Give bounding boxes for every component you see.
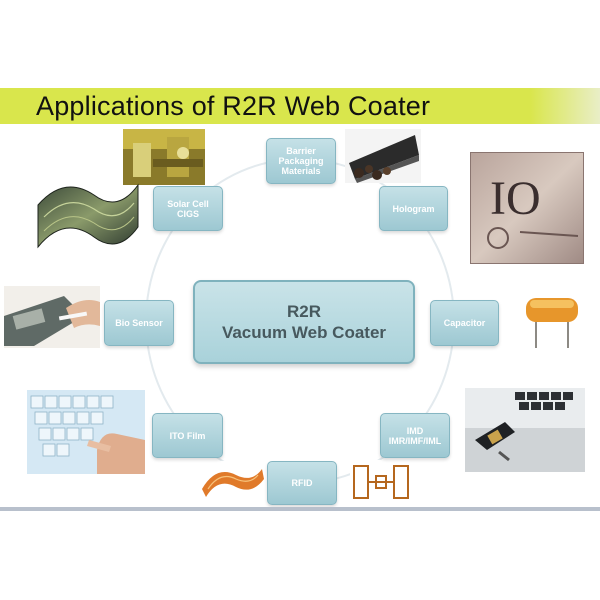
glucose-meter-photo [4,286,100,348]
hologram-text: IO [490,172,541,225]
center-line1: R2R [286,302,321,321]
bottom-divider [0,507,600,511]
center-node: R2R Vacuum Web Coater [193,280,415,364]
flexible-circuit-photo [196,461,268,503]
node-bio-sensor: Bio Sensor [104,300,174,346]
node-capacitor: Capacitor [430,300,499,346]
slide-title: Applications of R2R Web Coater [36,91,431,121]
film-capacitor-photo [520,292,584,354]
center-line2: Vacuum Web Coater [221,323,387,342]
touch-keyboard-photo [27,390,145,474]
title-band [0,88,600,124]
node-ito-film: ITO Film [152,413,223,458]
node-imd: IMD IMR/IMF/IML [380,413,450,458]
node-solar-cell: Solar Cell CIGS [153,186,223,231]
node-hologram: Hologram [379,186,448,231]
barrier-film-rolls-photo [345,129,421,183]
rfid-antenna-photo [350,460,412,504]
laptop-usb-photo [465,388,585,472]
title-band-fade [530,88,600,124]
hologram-label-photo: IO [470,152,584,264]
node-rfid: RFID [267,461,337,505]
coating-lab-photo [123,129,205,185]
node-barrier-packaging: Barrier Packaging Materials [266,138,336,184]
flexible-solar-film-photo [34,165,142,265]
